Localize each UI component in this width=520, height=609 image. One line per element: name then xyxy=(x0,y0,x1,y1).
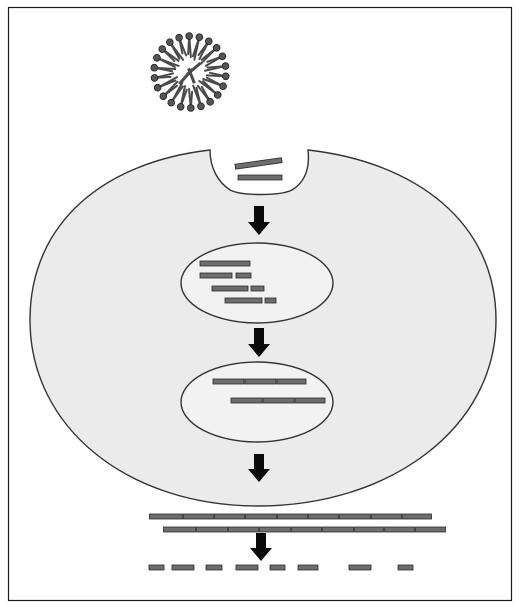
lipid-head xyxy=(176,34,183,41)
strand-segment xyxy=(229,527,259,532)
strand-segment xyxy=(215,514,245,519)
strand-segment xyxy=(278,514,308,519)
segment xyxy=(231,398,262,403)
lipid-head xyxy=(213,44,220,51)
strand-segment xyxy=(292,527,322,532)
fragment xyxy=(149,565,164,570)
strand-segment xyxy=(323,527,354,532)
fragment xyxy=(298,565,318,570)
pit-segment xyxy=(238,175,282,180)
segment xyxy=(200,261,250,266)
strand-segment xyxy=(150,514,183,519)
segment xyxy=(236,273,251,278)
strand-segment xyxy=(355,527,384,532)
segment xyxy=(295,398,325,403)
lipid-head xyxy=(166,39,173,46)
lipid-head xyxy=(205,38,212,45)
fragment xyxy=(349,565,371,570)
lipid-head xyxy=(177,103,184,110)
strand-segment xyxy=(246,514,277,519)
segment xyxy=(225,298,262,303)
lipid-head xyxy=(168,99,175,106)
strand-segment xyxy=(385,527,415,532)
upper-compartment xyxy=(181,243,333,323)
segment xyxy=(213,379,244,384)
lipid-head xyxy=(187,105,194,112)
lipid-head xyxy=(151,75,158,82)
strand-segment xyxy=(403,514,432,519)
fragment xyxy=(206,565,222,570)
lipid-head xyxy=(186,33,193,40)
segment xyxy=(251,286,264,291)
lipid-head xyxy=(207,98,214,105)
strand-segment xyxy=(372,514,402,519)
lipid-head xyxy=(198,103,205,110)
segment xyxy=(265,298,276,303)
strand-segment xyxy=(340,514,371,519)
lipid-head xyxy=(214,92,221,99)
segment xyxy=(277,379,306,384)
fragment xyxy=(236,565,258,570)
lipid-head xyxy=(154,84,161,91)
segment xyxy=(263,398,294,403)
fragment xyxy=(172,565,194,570)
lipid-head xyxy=(159,46,166,53)
strand-segment xyxy=(309,514,339,519)
lipid-head xyxy=(220,83,227,90)
lipid-head xyxy=(222,73,229,80)
lipid-head xyxy=(154,54,161,61)
strand-segment xyxy=(260,527,291,532)
segment xyxy=(200,273,232,278)
fragment xyxy=(270,565,285,570)
segment xyxy=(245,379,276,384)
strand-segment xyxy=(197,527,228,532)
lipid-head xyxy=(151,64,158,71)
strand-segment xyxy=(416,527,446,532)
lipid-head xyxy=(222,63,229,70)
strand-segment xyxy=(164,527,196,532)
lipid-head xyxy=(219,53,226,60)
segment xyxy=(212,286,248,291)
lipid-head xyxy=(160,93,167,100)
lipid-head xyxy=(196,34,203,41)
strand-segment xyxy=(184,514,214,519)
fragment xyxy=(398,565,413,570)
